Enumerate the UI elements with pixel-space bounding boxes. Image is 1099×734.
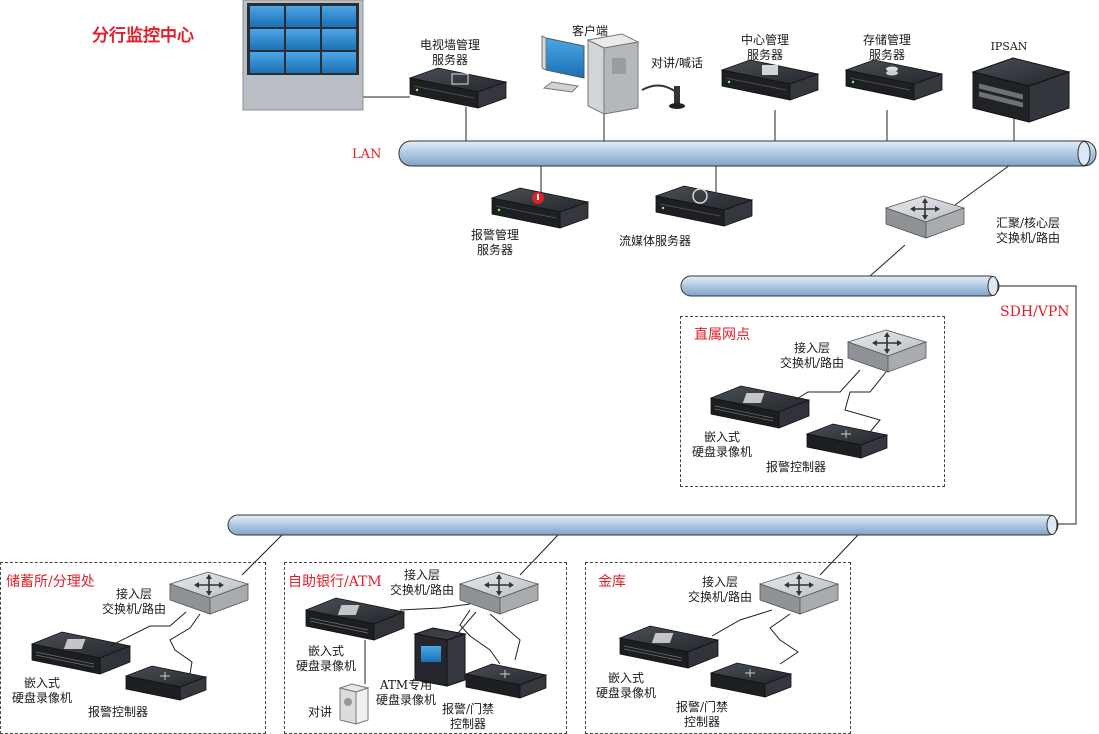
atm-branch-title: 自助银行/ATM <box>288 574 382 590</box>
atm-alarm-label: 报警/门禁控制器 <box>441 702 495 731</box>
storage-server-label: 存储管理服务器 <box>862 33 911 62</box>
direct-branch-zone <box>680 316 945 487</box>
alarm-server-label: 报警管理服务器 <box>470 228 519 257</box>
center-server-label: 中心管理服务器 <box>740 33 789 62</box>
ipsan-label: IPSAN <box>990 40 1028 53</box>
direct-branch-title: 直属网点 <box>694 327 750 343</box>
direct-dvr-label: 嵌入式硬盘录像机 <box>691 430 752 459</box>
ipsan-icon <box>971 57 1071 123</box>
tv-wall-server-icon <box>409 67 507 109</box>
savings-switch-label: 接入层交换机/路由 <box>101 587 167 616</box>
intercom-label: 对讲/喊话 <box>650 56 704 70</box>
vault-alarm-label: 报警/门禁控制器 <box>675 700 729 729</box>
client-computer-icon <box>541 33 640 115</box>
sdh-vpn-label: SDH/VPN <box>1000 304 1070 320</box>
vault-branch-title: 金库 <box>598 574 626 590</box>
microphone-icon <box>641 84 685 109</box>
savings-alarm-label: 报警控制器 <box>87 705 148 719</box>
atm-dvr-label: 嵌入式硬盘录像机 <box>295 644 356 673</box>
sdh-vpn-pipe <box>680 275 1000 297</box>
lan-backbone-pipe <box>398 140 1097 167</box>
storage-server-icon <box>845 59 943 101</box>
savings-branch-title: 储蓄所/分理处 <box>6 574 95 590</box>
tv-wall-server-label: 电视墙管理服务器 <box>419 38 480 67</box>
stream-server-label: 流媒体服务器 <box>618 234 691 248</box>
atm-intercom-label: 对讲 <box>307 705 332 719</box>
center-management-server-icon <box>721 59 819 101</box>
lan-label: LAN <box>352 147 382 162</box>
vault-dvr-label: 嵌入式硬盘录像机 <box>595 671 656 700</box>
branch-backbone-pipe <box>227 514 1059 536</box>
alarm-management-server-icon <box>491 187 589 229</box>
atm-intercom-icon <box>338 683 370 725</box>
atm-switch-label: 接入层交换机/路由 <box>389 568 455 597</box>
savings-dvr-label: 嵌入式硬盘录像机 <box>11 676 72 705</box>
page-title: 分行监控中心 <box>92 26 194 46</box>
tv-wall-icon <box>242 0 364 111</box>
atm-special-dvr-label: ATM专用硬盘录像机 <box>375 678 436 707</box>
core-switch-icon <box>885 195 965 239</box>
vault-switch-label: 接入层交换机/路由 <box>687 575 753 604</box>
direct-alarm-label: 报警控制器 <box>765 460 826 474</box>
atm-dvr-cabinet-icon <box>413 627 467 687</box>
core-switch-label: 汇聚/核心层交换机/路由 <box>995 216 1061 245</box>
client-label: 客户端 <box>571 24 608 38</box>
direct-switch-label: 接入层交换机/路由 <box>779 341 845 370</box>
streaming-media-server-icon <box>655 185 753 227</box>
connection-lines <box>241 96 1077 576</box>
